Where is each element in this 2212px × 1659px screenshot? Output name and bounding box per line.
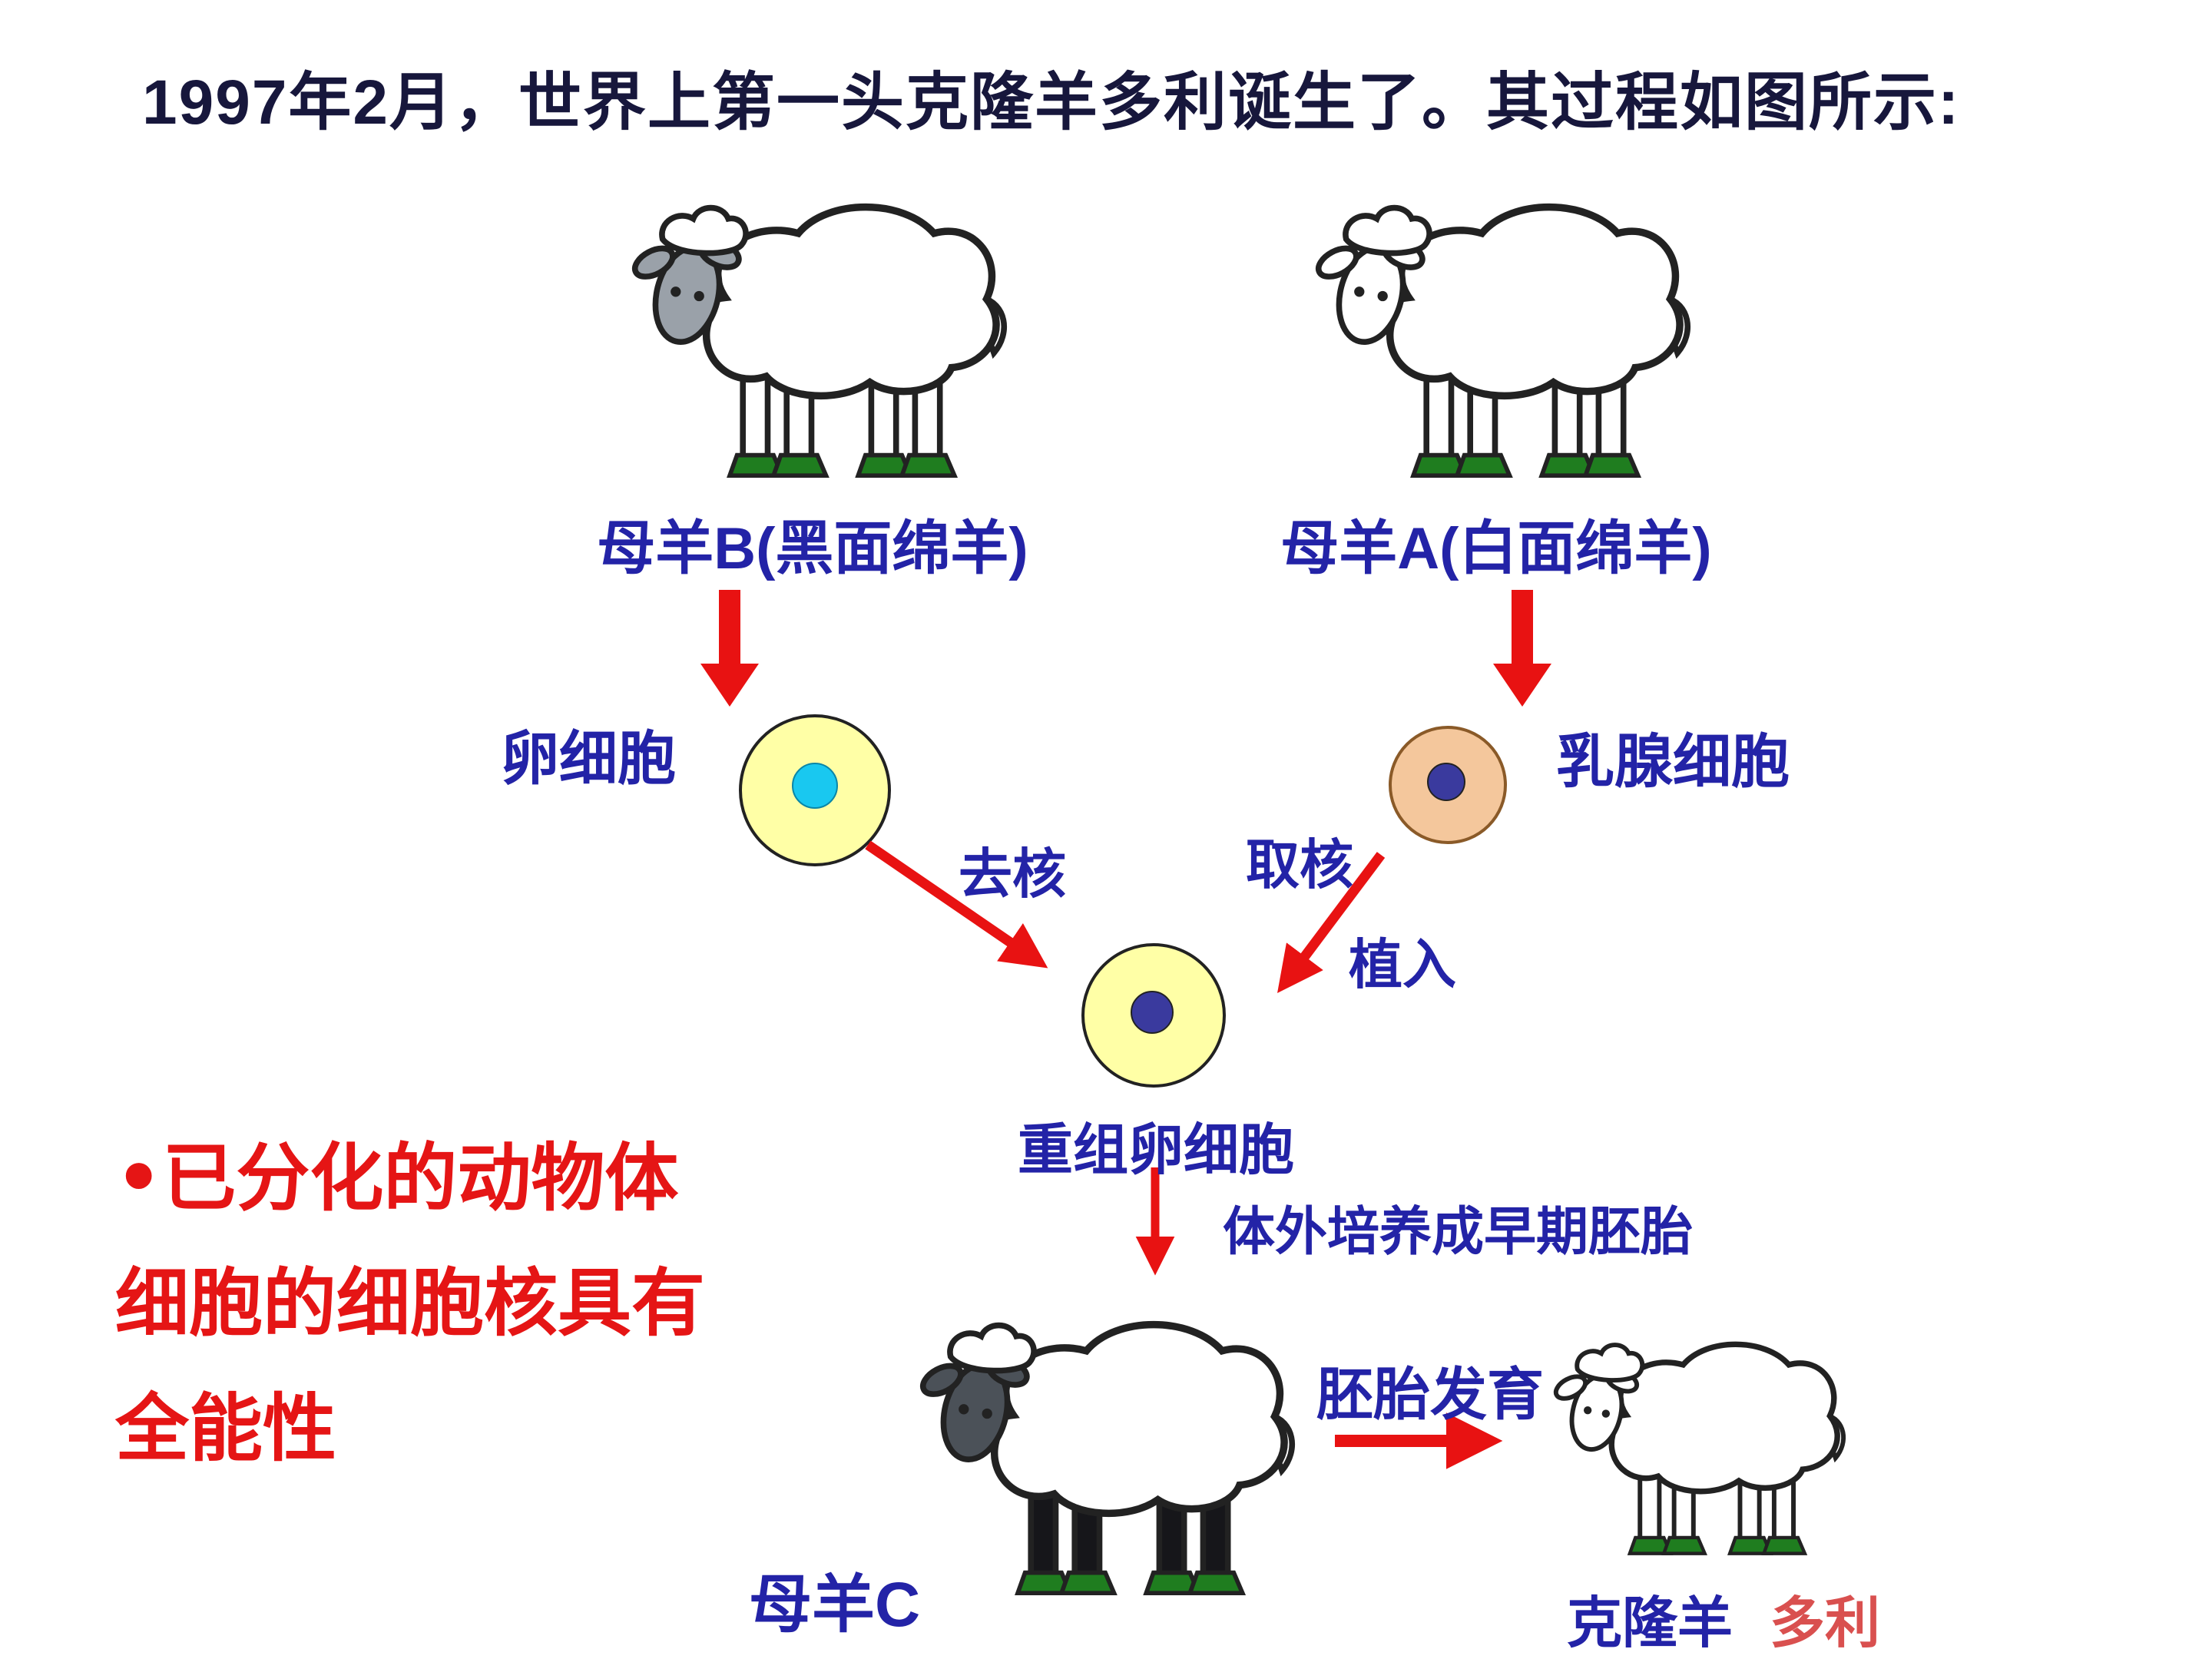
arrow-down-sheep-a [1493, 590, 1551, 707]
note-line-3: 全能性 [115, 1385, 336, 1472]
sheep-c-label: 母羊C [749, 1570, 921, 1640]
totipotency-note: •已分化的动物体 细胞的细胞核具有 全能性 [115, 1115, 705, 1492]
remove-nucleus-label: 去核 [959, 844, 1066, 904]
egg-cell-label: 卵细胞 [501, 727, 676, 792]
arrow-take-nucleus [1277, 852, 1386, 993]
embryo-develop-label: 胚胎发育 [1316, 1363, 1544, 1426]
note-line-1: •已分化的动物体 [115, 1134, 679, 1221]
arrow-down-sheep-b [700, 590, 759, 707]
sheep-a-label: 母羊A(白面绵羊) [1280, 516, 1712, 581]
dolly-sheep-illustration [1552, 1344, 1843, 1553]
slide-title: 1997年2月，世界上第一头克隆羊多利诞生了。其过程如图所示: [142, 68, 1961, 137]
recombinant-cell-label: 重组卵细胞 [1017, 1120, 1295, 1181]
clone-sheep-label: 克隆羊 [1567, 1593, 1734, 1654]
mammary-nucleus [1427, 763, 1465, 801]
mammary-cell-label: 乳腺细胞 [1556, 730, 1790, 795]
culture-label: 体外培养成早期胚胎 [1223, 1203, 1694, 1261]
sheep-a-illustration [1314, 207, 1688, 476]
take-nucleus-label: 取核 [1246, 835, 1353, 895]
egg-cell [739, 714, 891, 866]
sheep-c-illustration [919, 1325, 1293, 1594]
implant-label: 植入 [1349, 935, 1456, 995]
dolly-label: 多利 [1770, 1593, 1881, 1654]
recombinant-nucleus [1131, 991, 1174, 1034]
sheep-b-illustration [631, 207, 1005, 476]
note-line-2: 细胞的细胞核具有 [115, 1260, 705, 1347]
mammary-cell [1389, 726, 1507, 844]
sheep-b-label: 母羊B(黑面绵羊) [597, 516, 1028, 581]
arrow-remove-nucleus [865, 840, 1048, 969]
egg-nucleus [792, 763, 838, 809]
recombinant-egg-cell [1081, 943, 1226, 1088]
